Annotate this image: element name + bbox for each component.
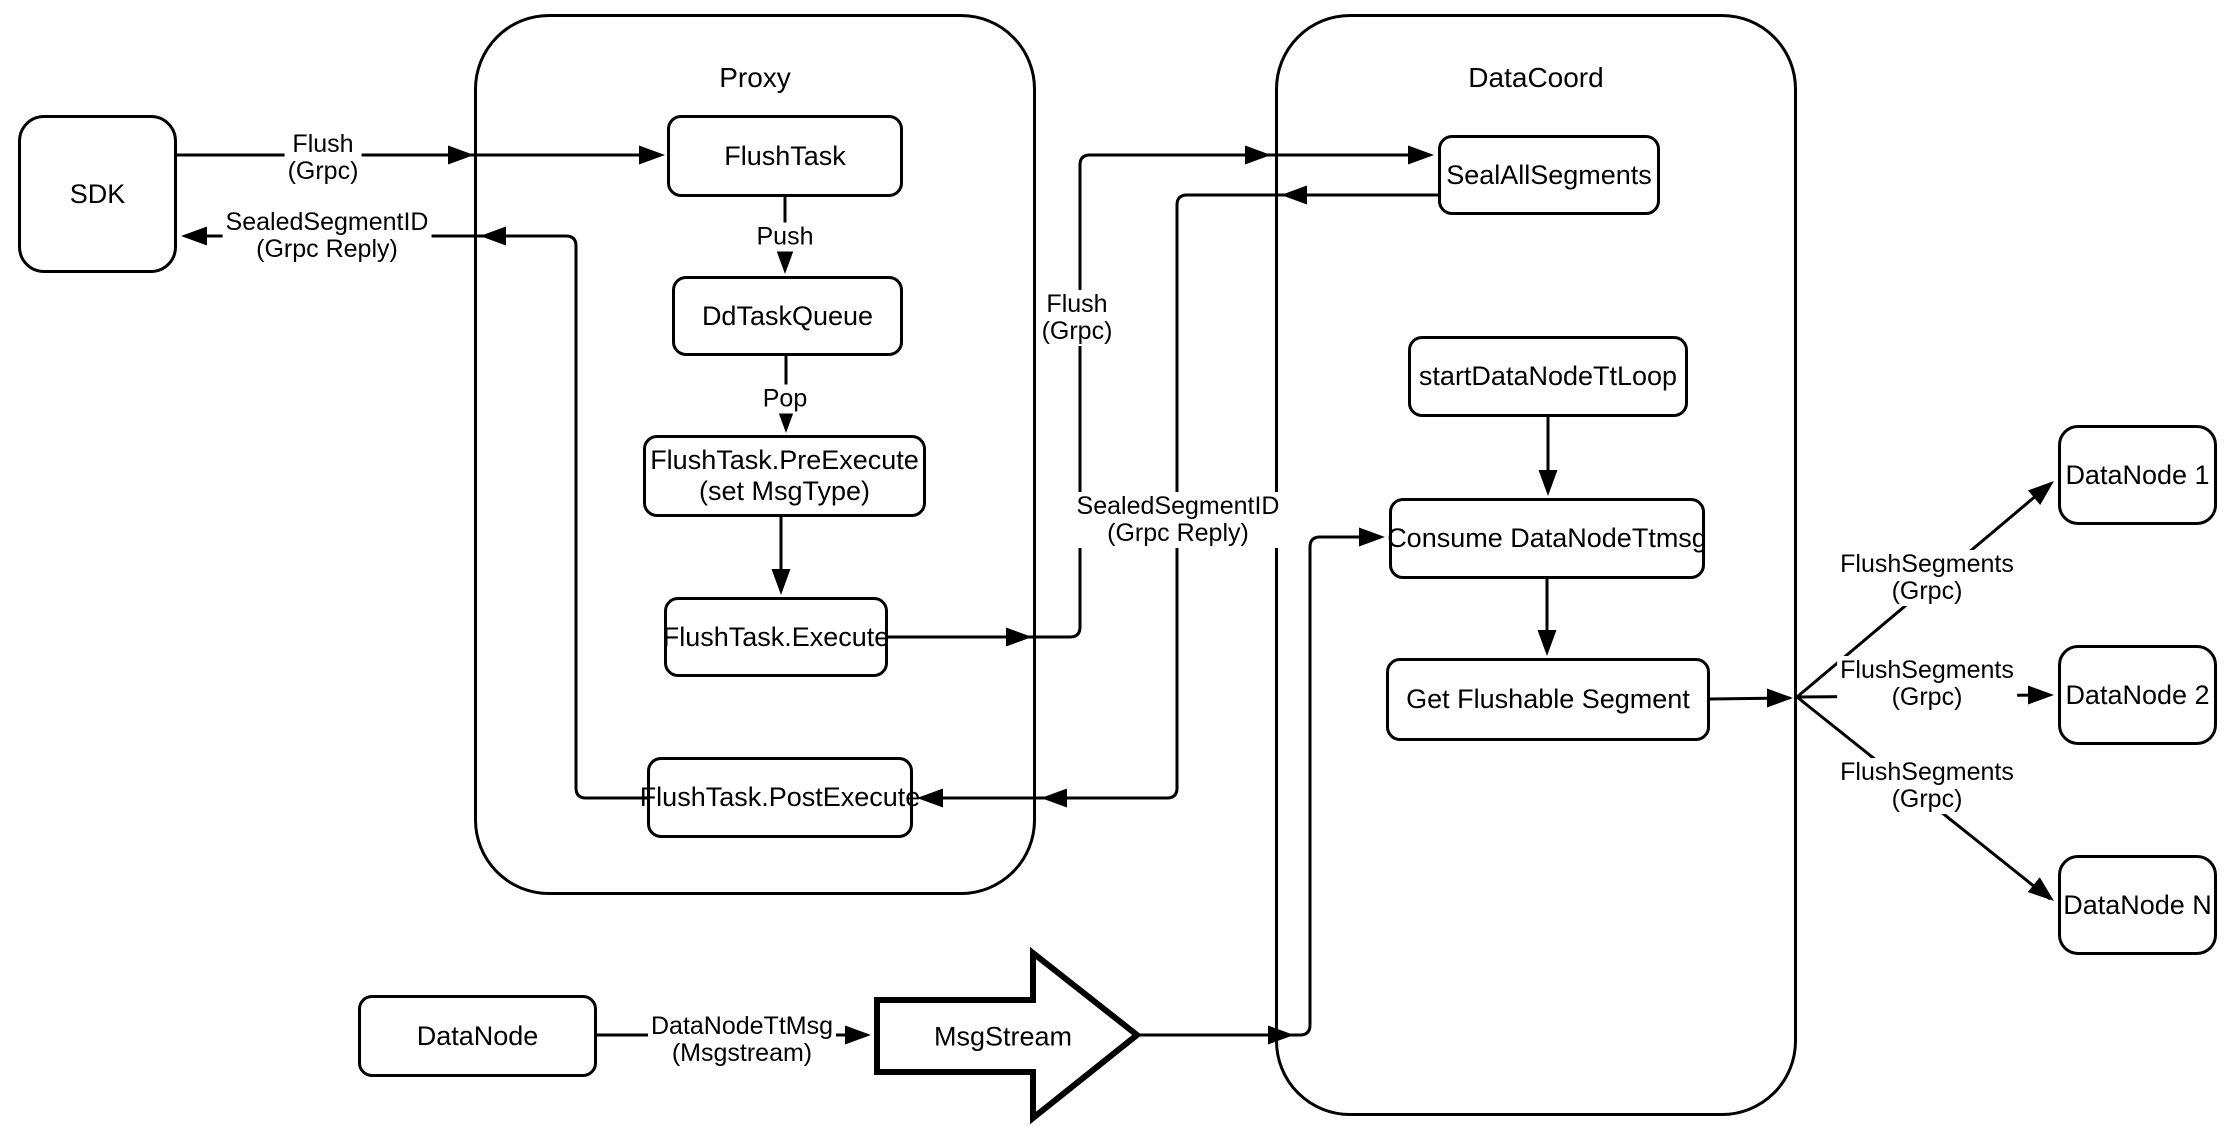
node-datanode: DataNode: [358, 995, 597, 1077]
edge-label-line: (Grpc): [287, 157, 359, 185]
node-execute-label: FlushTask.Execute: [662, 621, 890, 652]
proxy-container-title: Proxy: [719, 62, 791, 93]
edge-label-line: Flush: [1046, 290, 1108, 318]
edge-label-line: (Grpc): [1891, 577, 1963, 605]
datacoord-container-title: DataCoord: [1468, 62, 1604, 93]
edge-label-line: FlushSegments: [1840, 656, 2014, 684]
edge-label-line: Flush: [292, 130, 354, 158]
edge-label-pop: Pop: [759, 384, 811, 414]
node-preexecute-sublabel: (set MsgType): [698, 476, 871, 506]
node-ddtaskqueue: DdTaskQueue: [672, 276, 903, 356]
edge-label-line: DataNodeTtMsg: [650, 1012, 834, 1040]
node-preexecute-label: FlushTask.PreExecute: [650, 445, 919, 475]
edge-label-flush-grpc-sdk: Flush (Grpc): [284, 130, 362, 186]
node-consumedatanodettmsg: Consume DataNodeTtmsg: [1387, 498, 1707, 579]
node-flushtask: FlushTask: [667, 115, 903, 197]
edge-label-line: (Grpc Reply): [256, 235, 398, 263]
node-datanode-label: DataNode: [416, 1020, 539, 1051]
node-execute: FlushTask.Execute: [662, 597, 890, 677]
node-datanode-2-label: DataNode 2: [2065, 679, 2210, 710]
edge-label-line: (Grpc): [1041, 317, 1113, 345]
edge-execute-to-sealallsegments: [888, 153, 1430, 639]
node-datanode-1: DataNode 1: [2058, 425, 2217, 525]
node-datanode-2: DataNode 2: [2058, 645, 2217, 745]
edge-label-line: FlushSegments: [1840, 758, 2014, 786]
node-getflushablesegment-label: Get Flushable Segment: [1406, 684, 1690, 714]
edge-label-line: Pop: [762, 384, 808, 413]
edge-msgstream-to-consume: [1137, 535, 1380, 1037]
node-preexecute: FlushTask.PreExecute (set MsgType): [643, 435, 926, 517]
edge-label-line: (Msgstream): [671, 1039, 813, 1067]
edge-label-line: SealedSegmentID: [225, 208, 429, 236]
node-datanode-n-label: DataNode N: [2063, 889, 2212, 920]
node-postexecute: FlushTask.PostExecute: [640, 757, 920, 838]
node-flushtask-label: FlushTask: [724, 140, 846, 171]
edge-label-flushsegments-3: FlushSegments (Grpc): [1837, 758, 2017, 814]
edge-label-sealedsegmentid-sdk: SealedSegmentID (Grpc Reply): [222, 208, 432, 264]
edge-label-line: FlushSegments: [1840, 550, 2014, 578]
edge-label-line: (Grpc): [1891, 785, 1963, 813]
node-startdatanodettloop-label: startDataNodeTtLoop: [1418, 361, 1678, 391]
edge-label-sealedsegmentid-coord: SealedSegmentID (Grpc Reply): [1073, 492, 1283, 548]
edge-label-line: Push: [756, 222, 814, 251]
edge-postexecute-to-sdk: [185, 234, 647, 800]
node-sealallsegments-label: SealAllSegments: [1446, 159, 1652, 190]
edge-label-push: Push: [753, 222, 817, 252]
node-sealallsegments: SealAllSegments: [1438, 135, 1660, 215]
node-consumedatanodettmsg-label: Consume DataNodeTtmsg: [1387, 523, 1707, 553]
edge-label-line: (Grpc): [1891, 683, 1963, 711]
edge-label-datanodettmsg: DataNodeTtMsg (Msgstream): [647, 1012, 837, 1068]
datacoord-container: [1275, 14, 1797, 1116]
node-sdk-label: SDK: [69, 178, 126, 209]
node-startdatanodettloop: startDataNodeTtLoop: [1408, 336, 1688, 417]
node-sdk: SDK: [18, 115, 177, 273]
msgstream-arrow-shape: [874, 946, 1142, 1125]
arrowheads: [181, 145, 2054, 1045]
proxy-container: [474, 14, 1036, 895]
node-postexecute-label: FlushTask.PostExecute: [639, 782, 921, 812]
node-datanode-n: DataNode N: [2058, 855, 2217, 955]
edge-label-line: (Grpc Reply): [1107, 519, 1249, 547]
edge-label-flushsegments-2: FlushSegments (Grpc): [1837, 656, 2017, 712]
edge-label-line: SealedSegmentID: [1076, 492, 1280, 520]
node-getflushablesegment: Get Flushable Segment: [1386, 658, 1710, 741]
node-datanode-1-label: DataNode 1: [2065, 459, 2210, 490]
msgstream-shape-label: MsgStream: [933, 1021, 1073, 1052]
edge-label-flushsegments-1: FlushSegments (Grpc): [1837, 550, 2017, 606]
node-ddtaskqueue-label: DdTaskQueue: [701, 300, 874, 331]
edge-label-flush-grpc-coord: Flush (Grpc): [1038, 290, 1116, 346]
